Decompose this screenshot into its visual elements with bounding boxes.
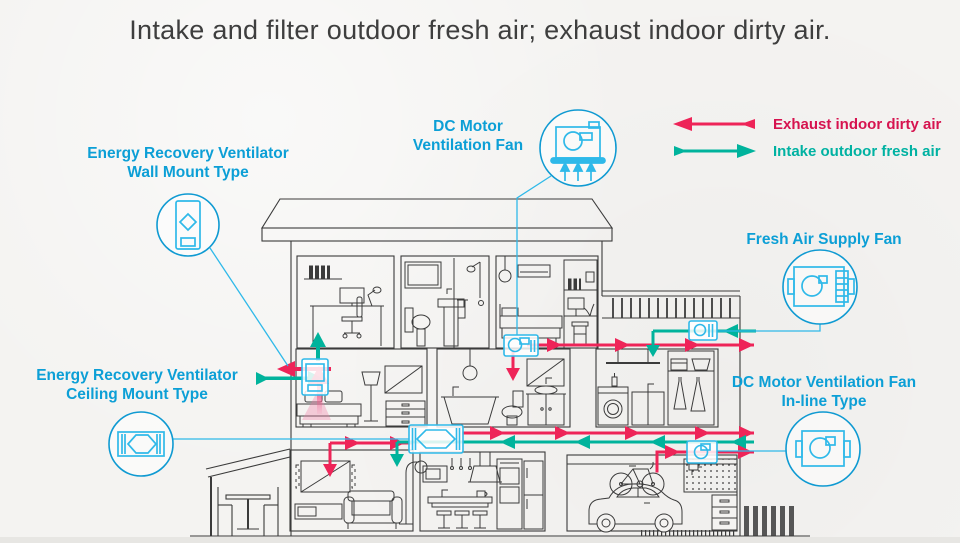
- ceiling-exhaust-fan-unit: [503, 334, 539, 357]
- mid-bedroom-furniture: [296, 365, 426, 428]
- callout-label-dc-fan: DC Motor Ventilation Fan: [412, 118, 524, 154]
- inline-fan-icon: [795, 430, 851, 467]
- room-office: [296, 255, 395, 349]
- inline-fan-circle: [785, 411, 861, 487]
- room-top-bath: [400, 255, 490, 349]
- callout-label-erv-wall: Energy Recovery Ventilator Wall Mount Ty…: [87, 145, 289, 181]
- living-furniture: [294, 460, 428, 529]
- room-mid-bedroom: [295, 348, 428, 428]
- equipment-units: [301, 320, 718, 464]
- legend-exhaust-label: Exhaust indoor dirty air: [773, 116, 942, 133]
- callout-label-erv-ceiling: Energy Recovery Ventilator Ceiling Mount…: [36, 367, 238, 403]
- furniture: [294, 256, 738, 533]
- office-furniture: [304, 265, 384, 346]
- ceiling-mount-erv-icon: [117, 431, 165, 457]
- callout-label-fresh-fan: Fresh Air Supply Fan: [746, 231, 902, 248]
- wall-mount-erv-circle: [156, 193, 220, 257]
- ground-strip: [0, 537, 960, 543]
- house-structure: [190, 198, 810, 537]
- ceiling-erv-unit: [408, 424, 464, 454]
- garage-contents: [588, 458, 738, 533]
- balcony-railing: [602, 290, 740, 319]
- exhaust-legend-arrow: [673, 117, 755, 131]
- wall-erv-unit: [301, 358, 329, 396]
- airflow-ducts: [256, 324, 756, 477]
- diagram-title: Intake and filter outdoor fresh air; exh…: [129, 15, 831, 45]
- intake-legend-arrow: [674, 144, 756, 158]
- intake-duct-bottom: [390, 435, 754, 467]
- legend-arrows: [673, 117, 756, 158]
- roof: [261, 198, 614, 242]
- kitchen-furniture: [422, 451, 544, 530]
- mid-bathroom-furniture: [441, 349, 566, 426]
- inline-fan-unit: [686, 440, 718, 464]
- legend-intake-label: Intake outdoor fresh air: [773, 143, 941, 160]
- patio: [205, 448, 291, 536]
- room-living: [289, 449, 414, 532]
- bed-suction-glow: [302, 390, 331, 420]
- exhaust-duct-mid: [506, 338, 754, 381]
- laundry-furniture: [597, 349, 715, 426]
- callout-label-inline-fan: DC Motor Ventilation Fan In-line Type: [731, 374, 917, 410]
- supply-fan-icon: [787, 266, 855, 307]
- top-bathroom-furniture: [404, 258, 484, 348]
- callout-icons: [117, 121, 855, 467]
- wall-mount-erv-icon: [175, 200, 201, 250]
- ceiling-exhaust-fan-icon: [550, 121, 606, 181]
- ceiling-mount-erv-circle: [108, 411, 174, 477]
- leader-lines: [173, 175, 821, 452]
- supply-fan-unit: [688, 320, 718, 341]
- room-garage: [566, 454, 738, 532]
